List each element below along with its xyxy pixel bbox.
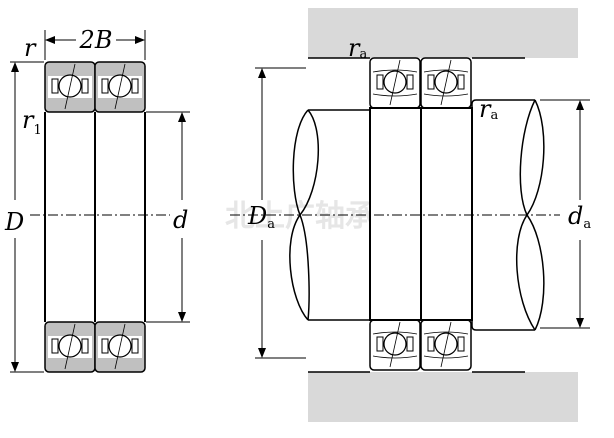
width-label: 2B xyxy=(79,26,113,54)
bore-diameter-label: d xyxy=(173,206,188,234)
dimension-lines-right xyxy=(255,67,590,359)
shaft xyxy=(289,99,545,331)
dimension-lines-left xyxy=(10,30,190,373)
mounted-bearing xyxy=(230,57,560,371)
chamfer-r1-label: r1 xyxy=(22,106,42,138)
housing-shoulder-label: Da xyxy=(247,202,275,232)
housing xyxy=(308,8,578,422)
shaft-shoulder-label: da xyxy=(568,202,591,232)
bearing-cross-section xyxy=(30,61,170,373)
fillet-housing-label: ra xyxy=(348,34,367,62)
chamfer-r-label: r xyxy=(24,34,37,62)
outer-diameter-label: D xyxy=(4,208,24,236)
fillet-shaft-label: ra xyxy=(479,95,498,123)
